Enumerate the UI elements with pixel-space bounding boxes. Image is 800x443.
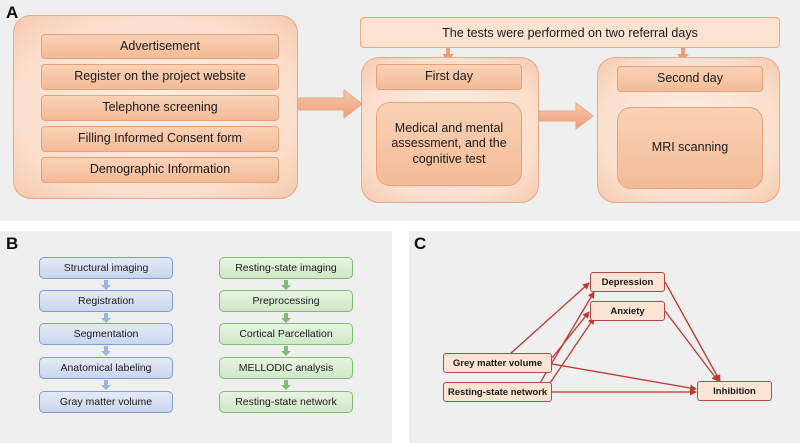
down-arrow-functional-1 bbox=[281, 280, 291, 290]
panel-c bbox=[409, 231, 800, 443]
structural-step-anatomical-labeling: Anatomical labeling bbox=[39, 357, 173, 379]
edge-grey-to-anxiety bbox=[551, 311, 590, 359]
step-telephone-screening: Telephone screening bbox=[41, 95, 279, 121]
structural-step-segmentation: Segmentation bbox=[39, 323, 173, 345]
down-arrow-functional-2 bbox=[281, 313, 291, 323]
flow-arrow-day1-to-day2 bbox=[538, 101, 594, 131]
edge-resting-to-anxiety bbox=[547, 317, 595, 387]
panel-a-letter: A bbox=[6, 3, 19, 22]
edge-depression-to-inhibition bbox=[664, 281, 721, 382]
edge-grey-to-depression bbox=[509, 282, 590, 355]
day2-content: MRI scanning bbox=[617, 107, 763, 189]
edge-grey-to-inhibition bbox=[551, 363, 697, 392]
down-arrow-to-day2 bbox=[677, 48, 689, 61]
functional-step-melodic-analysis: MELLODIC analysis bbox=[219, 357, 353, 379]
functional-step-cortical-parcellation: Cortical Parcellation bbox=[219, 323, 353, 345]
step-advertisement: Advertisement bbox=[41, 34, 279, 59]
day1-title: First day bbox=[376, 64, 522, 90]
node-depression: Depression bbox=[590, 272, 665, 292]
node-resting-state-network: Resting-state network bbox=[443, 382, 552, 402]
node-inhibition: Inhibition bbox=[697, 381, 772, 401]
down-arrow-functional-3 bbox=[281, 346, 291, 356]
step-demographic: Demographic Information bbox=[41, 157, 279, 183]
down-arrow-functional-4 bbox=[281, 380, 291, 390]
node-grey-matter-volume: Grey matter volume bbox=[443, 353, 552, 373]
day1-content: Medical and mental assessment, and the c… bbox=[376, 102, 522, 186]
functional-step-resting-network: Resting-state network bbox=[219, 391, 353, 413]
panel-a-arrows bbox=[297, 48, 689, 131]
node-anxiety: Anxiety bbox=[590, 301, 665, 321]
day2-title: Second day bbox=[617, 66, 763, 92]
flow-arrow-recruitment-to-day1 bbox=[297, 88, 363, 120]
edge-anxiety-to-inhibition bbox=[664, 310, 719, 382]
down-arrow-structural-4 bbox=[101, 380, 111, 390]
step-register: Register on the project website bbox=[41, 64, 279, 90]
step-informed-consent: Filling Informed Consent form bbox=[41, 126, 279, 152]
down-arrow-structural-2 bbox=[101, 313, 111, 323]
panel-c-letter: C bbox=[414, 234, 427, 253]
down-arrow-structural-3 bbox=[101, 346, 111, 356]
functional-step-preprocessing: Preprocessing bbox=[219, 290, 353, 312]
down-arrow-structural-1 bbox=[101, 280, 111, 290]
structural-step-imaging: Structural imaging bbox=[39, 257, 173, 279]
panel-b-letter: B bbox=[6, 234, 19, 253]
functional-step-resting-imaging: Resting-state imaging bbox=[219, 257, 353, 279]
structural-step-gray-matter-volume: Gray matter volume bbox=[39, 391, 173, 413]
down-arrow-to-day1 bbox=[442, 48, 454, 61]
referral-days-header: The tests were performed on two referral… bbox=[360, 17, 780, 48]
structural-step-registration: Registration bbox=[39, 290, 173, 312]
